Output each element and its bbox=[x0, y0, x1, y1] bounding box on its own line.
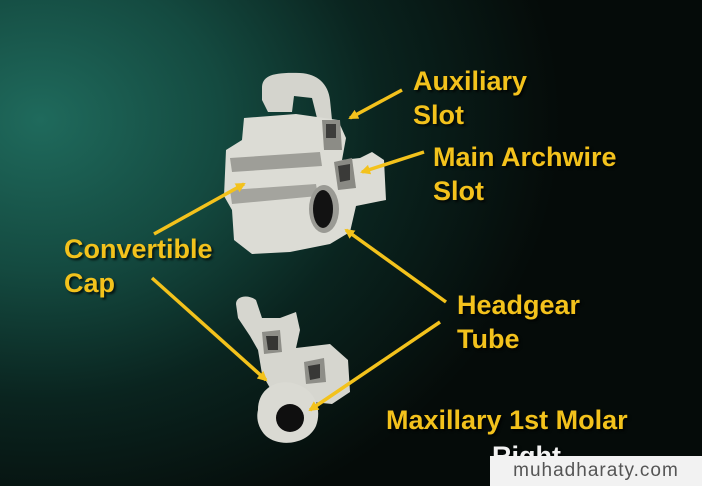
small-bracket bbox=[236, 296, 350, 443]
arrow-cap-small bbox=[150, 276, 268, 382]
large-bracket bbox=[224, 72, 386, 254]
label-convertible-cap: Convertible Cap bbox=[64, 232, 213, 300]
arrow-headgear-large bbox=[344, 228, 448, 304]
label-main-archwire-slot-line1: Main Archwire bbox=[433, 142, 617, 172]
watermark: muhadharaty.com bbox=[490, 456, 702, 486]
label-main-archwire-slot-line2: Slot bbox=[433, 176, 484, 206]
arrow-auxiliary-slot bbox=[348, 88, 403, 120]
arrow-headgear-small bbox=[308, 320, 441, 412]
label-main-archwire-slot: Main Archwire Slot bbox=[433, 140, 617, 208]
arrow-cap-large bbox=[153, 182, 246, 236]
arrows bbox=[150, 88, 448, 412]
label-auxiliary-slot-line2: Slot bbox=[413, 100, 464, 130]
label-auxiliary-slot: Auxiliary Slot bbox=[413, 64, 527, 132]
caption-tooth: Maxillary 1st Molar bbox=[386, 405, 628, 435]
label-headgear-tube-line2: Tube bbox=[457, 324, 520, 354]
arrow-main-archwire-slot bbox=[360, 150, 425, 175]
label-convertible-cap-line2: Cap bbox=[64, 268, 116, 298]
label-auxiliary-slot-line1: Auxiliary bbox=[413, 66, 528, 96]
label-headgear-tube: Headgear Tube bbox=[457, 288, 580, 356]
label-convertible-cap-line1: Convertible bbox=[64, 234, 213, 264]
label-headgear-tube-line1: Headgear bbox=[457, 290, 581, 320]
